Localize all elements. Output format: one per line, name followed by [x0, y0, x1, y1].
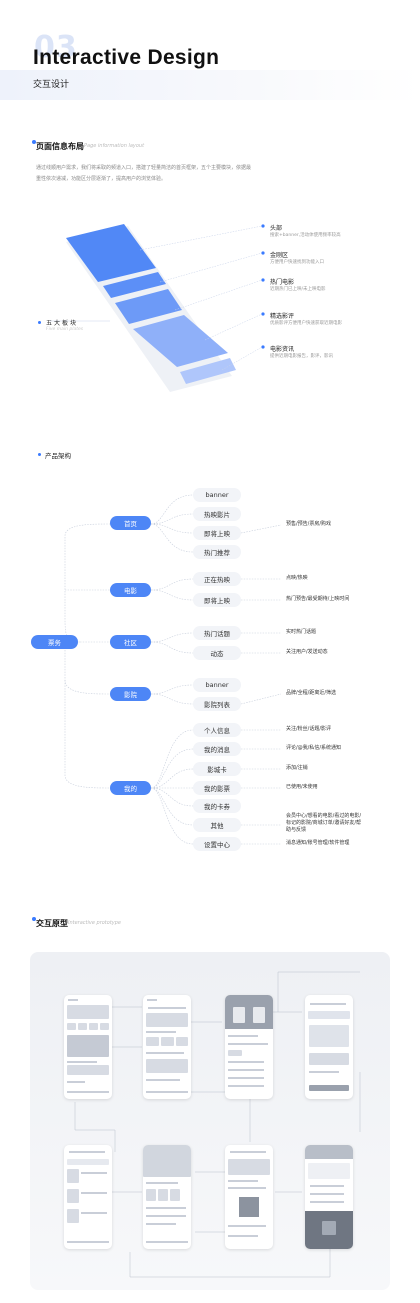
leaf-hot-topics: 实时热门话题 — [286, 629, 317, 635]
prototype-community-screen[interactable] — [143, 995, 191, 1099]
block-news-desc: 提供近期电影报告，影评，影讯 — [270, 354, 333, 359]
arch-home-upcoming[interactable]: 即将上映 — [193, 526, 241, 540]
layout-layer-hot-movies — [115, 289, 182, 324]
leaf-other-line-3: 助与反馈 — [286, 827, 307, 833]
leaf-other: 会员中心/想看的电影/看过的电影/ 标记的影院/商城订单/邀请好友/帮 助与反馈 — [286, 813, 361, 834]
leader-line-kingkong — [159, 252, 263, 283]
block-kingkong-title: 金刚区 — [270, 252, 289, 259]
section-bullet — [32, 140, 36, 144]
block-reviews: 精选影评 优质影评方便用户快速获取近期电影 — [270, 311, 342, 326]
block-head: 头部 搜索+banner,活动体使用频率较高 — [270, 223, 341, 238]
arch-movie-now[interactable]: 正在热映 — [193, 572, 241, 586]
prototype-cinema-list-screen[interactable] — [64, 1145, 112, 1249]
leader-dot-hot-movies — [261, 278, 265, 282]
prototype-home-screen[interactable] — [64, 995, 112, 1099]
block-head-desc: 搜索+banner,活动体使用频率较高 — [270, 233, 341, 238]
five-plates-label: 五大板块 — [46, 320, 79, 327]
layout-desc-line-1: 通过线顺用户需求，我们将采取的频道入口，搭建了轻量简洁的首页框架，五个主要模块，… — [36, 165, 252, 171]
five-plates-bullet — [38, 321, 41, 324]
prototype-movie-detail-screen[interactable] — [225, 995, 273, 1099]
prototype-cinema-detail-screen[interactable] — [143, 1145, 191, 1249]
leader-dot-reviews — [261, 312, 265, 316]
arch-home-hot-films[interactable]: 热映影片 — [193, 507, 241, 521]
arch-section-title: 产品架构 — [45, 452, 71, 460]
layout-layer-kingkong — [103, 272, 166, 298]
arch-tab-mine[interactable]: 我的 — [110, 781, 151, 795]
block-reviews-title: 精选影评 — [270, 313, 295, 320]
block-kingkong: 金刚区 方便用户快速找到功能入口 — [270, 250, 324, 265]
arch-mine-card[interactable]: 影城卡 — [193, 762, 241, 776]
layout-layer-news — [180, 358, 236, 384]
arch-mine-other[interactable]: 其他 — [193, 818, 241, 832]
block-reviews-desc: 优质影评方便用户快速获取近期电影 — [270, 321, 342, 326]
leader-dot-head — [261, 224, 265, 228]
prototype-ticket-screen[interactable] — [225, 1145, 273, 1249]
proto-section-title: 交互原型 — [36, 919, 68, 928]
layout-section-subtitle: Page information layout — [84, 143, 145, 149]
leaf-tickets: 已使用/未使用 — [286, 784, 318, 790]
arch-home-banner[interactable]: banner — [193, 488, 241, 502]
block-news: 电影资讯 提供近期电影报告，影评，影讯 — [270, 344, 333, 359]
block-head-title: 头部 — [270, 225, 283, 232]
layout-leader-lines — [50, 224, 265, 371]
block-hot-movies-title: 热门电影 — [270, 279, 295, 286]
proto-section-subtitle: Interactive prototype — [68, 920, 122, 926]
arch-mine-messages[interactable]: 我的消息 — [193, 742, 241, 756]
section-number: 03 — [34, 30, 78, 65]
arch-tab-home[interactable]: 首页 — [110, 516, 151, 530]
layout-layer-head — [66, 224, 156, 282]
leaf-personal-info: 关注/粉丝/话题/影评 — [286, 726, 332, 732]
arch-home-recommend[interactable]: 热门推荐 — [193, 545, 241, 559]
leaf-other-line-1: 会员中心/想看的电影/看过的电影/ — [286, 813, 362, 819]
block-hot-movies-desc: 近期热门已上映/未上映电影 — [270, 287, 326, 292]
leader-dot-kingkong — [261, 251, 265, 255]
layout-diagram — [50, 224, 265, 392]
arch-community-dynamics[interactable]: 动态 — [193, 646, 241, 660]
arch-mine-settings[interactable]: 设置中心 — [193, 837, 241, 851]
five-plates-sublabel: Five main plates — [46, 327, 84, 332]
prototype-seat-select-screen[interactable] — [305, 995, 353, 1099]
leader-dot-news — [261, 345, 265, 349]
arch-movie-upcoming[interactable]: 即将上映 — [193, 593, 241, 607]
arch-root-node[interactable]: 票务 — [31, 635, 78, 649]
arch-connectors — [64, 494, 282, 845]
layout-section-title: 页面信息布局 — [36, 142, 84, 151]
leader-line-hot-movies — [174, 279, 263, 311]
arch-mine-info[interactable]: 个人信息 — [193, 723, 241, 737]
leader-line-reviews — [204, 313, 263, 341]
arch-mine-tickets[interactable]: 我的影票 — [193, 781, 241, 795]
arch-bullet — [38, 453, 41, 456]
leader-line-head — [139, 225, 263, 251]
arch-tab-cinema[interactable]: 影院 — [110, 687, 151, 701]
prototype-payment-screen[interactable] — [305, 1145, 353, 1249]
page-title: Interactive Design — [33, 46, 220, 69]
layout-desc-line-2: 重性依次递减，功能区分层逐渐了，提高用户的浏览体验。 — [36, 176, 167, 182]
layout-layers — [66, 224, 236, 392]
layout-layer-reviews — [133, 315, 228, 367]
arch-cinema-banner[interactable]: banner — [193, 678, 241, 692]
proto-bullet — [32, 917, 36, 921]
arch-tab-community[interactable]: 社区 — [110, 635, 151, 649]
leaf-cinema-card: 添加/注销 — [286, 765, 308, 771]
leaf-now-showing: 点映/热映 — [286, 575, 308, 581]
leaf-settings: 消息通知/账号管理/软件管理 — [286, 840, 350, 846]
page-subtitle: 交互设计 — [33, 80, 70, 90]
leaf-home-upcoming: 预售/预告/票房/购戏 — [286, 521, 332, 527]
block-hot-movies: 热门电影 近期热门已上映/未上映电影 — [270, 277, 326, 292]
block-news-title: 电影资讯 — [270, 346, 295, 353]
arch-mine-coupons[interactable]: 我的卡券 — [193, 799, 241, 813]
leaf-other-line-2: 标记的影院/商城订单/邀请好友/帮 — [286, 820, 362, 826]
arch-cinema-list[interactable]: 影院列表 — [193, 697, 241, 711]
layout-description: 通过线顺用户需求，我们将采取的频道入口，搭建了轻量简洁的首页框架，五个主要模块，… — [36, 163, 336, 185]
leaf-messages: 评论/@我/私信/系统通知 — [286, 745, 342, 751]
header-band — [0, 70, 420, 100]
leaf-cinema-list: 品牌/全程/距离近/筛选 — [286, 690, 337, 696]
arch-community-topics[interactable]: 热门话题 — [193, 626, 241, 640]
leader-line-news — [221, 346, 263, 371]
arch-tab-movie[interactable]: 电影 — [110, 583, 151, 597]
block-kingkong-desc: 方便用户快速找到功能入口 — [270, 260, 324, 265]
leaf-movie-upcoming: 热门预告/最受期待/上映时间 — [286, 596, 350, 602]
leaf-dynamics: 关注用户/发送动态 — [286, 649, 328, 655]
